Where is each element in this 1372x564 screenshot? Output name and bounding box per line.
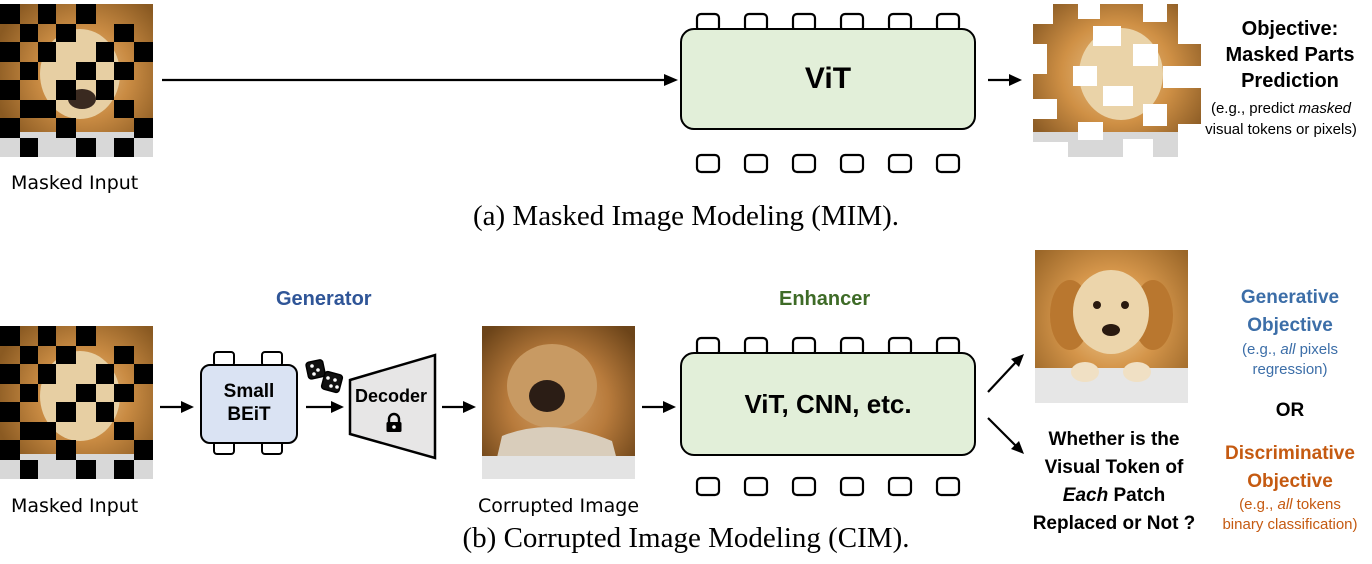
- mim-objective-desc: (e.g., predict masked visual tokens or p…: [1205, 100, 1357, 138]
- mim-prediction-image: [1033, 4, 1201, 157]
- generative-objective-desc: (e.g., all pixels regression): [1242, 341, 1338, 378]
- cim-caption: (b) Corrupted Image Modeling (CIM).: [462, 522, 910, 554]
- mim-objective-title: Objective: Masked Parts Prediction: [1225, 18, 1355, 92]
- reconstructed-image: [1035, 250, 1188, 403]
- mim-masked-input-image: [0, 4, 153, 157]
- mim-input-label: Masked Input: [11, 172, 139, 194]
- vit-block: ViT: [680, 28, 976, 130]
- corrupted-image: [482, 326, 635, 479]
- corrupted-image-label: Corrupted Image: [478, 495, 640, 517]
- small-beit-label-2: BEiT: [227, 404, 271, 425]
- arrow-icon: [160, 401, 194, 413]
- discriminative-objective-desc: (e.g., all tokens binary classification): [1222, 496, 1358, 533]
- lock-icon: [386, 412, 402, 432]
- arrow-icon: [642, 401, 676, 413]
- small-beit-block: Small BEiT: [200, 364, 298, 444]
- discriminative-objective-title: Discriminative Objective: [1225, 443, 1355, 492]
- decoder-label: Decoder: [355, 386, 428, 406]
- decoder-shape: [348, 353, 437, 460]
- or-label: OR: [1275, 400, 1305, 421]
- generative-objective-title: Generative Objective: [1240, 287, 1340, 336]
- arrow-icon: [162, 74, 678, 86]
- enhancer-heading: Enhancer: [779, 288, 871, 310]
- generator-heading: Generator: [276, 288, 372, 310]
- arrow-icon: [987, 354, 1024, 454]
- cim-input-label: Masked Input: [11, 495, 139, 517]
- arrow-icon: [988, 74, 1022, 86]
- enhancer-label: ViT, CNN, etc.: [744, 388, 912, 419]
- replacement-question: Whether is the Visual Token of Each Patc…: [1032, 429, 1196, 534]
- enhancer-tokens: [695, 336, 961, 497]
- dice-icon: [305, 359, 344, 394]
- mim-caption: (a) Masked Image Modeling (MIM).: [472, 200, 900, 232]
- small-beit-label-1: Small: [223, 381, 275, 403]
- vit-label: ViT: [804, 62, 852, 95]
- arrow-icon: [442, 401, 476, 413]
- vit-tokens: [695, 12, 961, 174]
- enhancer-block: ViT, CNN, etc.: [680, 352, 976, 456]
- cim-masked-input-image: [0, 326, 153, 479]
- arrow-icon: [306, 401, 344, 413]
